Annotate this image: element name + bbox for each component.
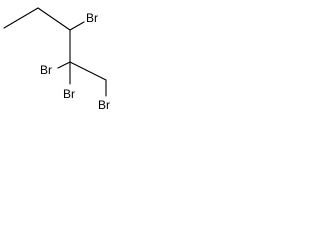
bond-c3-br xyxy=(69,21,85,31)
atom-label-br: Br xyxy=(98,98,110,112)
bond-c4-br-left xyxy=(57,61,71,69)
structural-formula: Br Br Br Br xyxy=(3,7,110,112)
atom-label-br: Br xyxy=(40,63,52,77)
bond-c1-c2 xyxy=(3,7,39,29)
bond-c4-c5 xyxy=(69,61,107,81)
atom-label-br: Br xyxy=(63,87,75,101)
atom-label-br: Br xyxy=(86,11,98,25)
bond-c2-c3 xyxy=(37,7,71,31)
